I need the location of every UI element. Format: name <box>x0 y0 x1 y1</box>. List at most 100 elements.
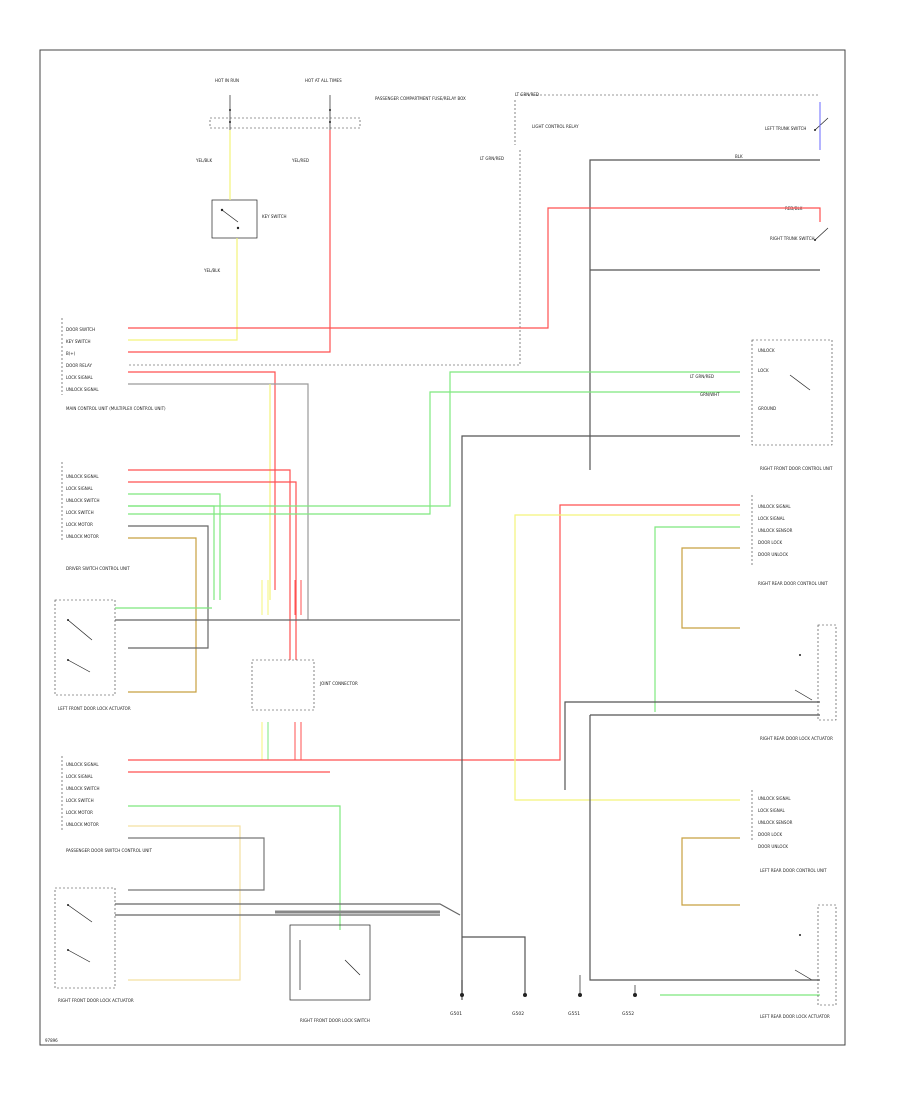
wire-lr-ground <box>589 715 820 981</box>
passenger-switch-unit: UNLOCK SIGNAL LOCK SIGNAL UNLOCK SWITCH … <box>61 756 152 853</box>
left-trunk-switch-label: LEFT TRUNK SWITCH <box>765 126 806 131</box>
dsu-pin-3: UNLOCK SWITCH <box>66 498 100 503</box>
dsu-pin-2: LOCK SIGNAL <box>66 486 93 491</box>
rru-label: RIGHT REAR DOOR CONTROL UNIT <box>758 581 828 586</box>
psu-pin-2: LOCK SIGNAL <box>66 774 93 779</box>
rru-pin-4: DOOR LOCK <box>758 540 782 545</box>
right-trunk-switch-label: RIGHT TRUNK SWITCH <box>770 236 815 241</box>
wire-label-yel-blk-top: YEL/BLK <box>195 158 213 163</box>
lru-pin-2: LOCK SIGNAL <box>758 808 785 813</box>
left-rear-lock-actuator: LEFT REAR DOOR LOCK ACTUATOR <box>760 904 837 1019</box>
ground-g501-label: G501 <box>450 1011 462 1017</box>
dsu-pin-4: LOCK SWITCH <box>66 510 94 515</box>
wire-rr-brown <box>681 547 740 629</box>
lru-pin-3: UNLOCK SENSOR <box>758 820 793 825</box>
relay-top-label: LT GRN/RED <box>515 92 539 97</box>
rru-pin-5: DOOR UNLOCK <box>758 552 788 557</box>
ground-g552-label: G552 <box>622 1011 634 1017</box>
mcu-pin-2: KEY SWITCH <box>66 339 91 344</box>
wire-rf-ground <box>115 903 461 916</box>
fuse-box-label: PASSENGER COMPARTMENT FUSE/RELAY BOX <box>375 96 466 101</box>
mcu-label: MAIN CONTROL UNIT (MULTIPLEX CONTROL UNI… <box>66 406 166 411</box>
rf-lock-switch-label: RIGHT FRONT DOOR LOCK SWITCH <box>300 1018 370 1023</box>
dsu-pin-1: UNLOCK SIGNAL <box>66 474 99 479</box>
right-rear-door-unit: UNLOCK SIGNAL LOCK SIGNAL UNLOCK SENSOR … <box>751 495 828 586</box>
wire-red-battery <box>128 130 331 353</box>
driver-switch-unit: UNLOCK SIGNAL LOCK SIGNAL UNLOCK SWITCH … <box>61 462 130 571</box>
wire-dsu-red-2 <box>128 481 297 660</box>
psu-pin-5: LOCK MOTOR <box>66 810 93 815</box>
left-front-lock-actuator: LEFT FRONT DOOR LOCK ACTUATOR <box>54 599 131 711</box>
psu-pin-3: UNLOCK SWITCH <box>66 786 100 791</box>
wire-dsu-red-1 <box>128 469 291 660</box>
wire-ground-left-trunk <box>589 159 820 470</box>
ground-g551-label: G551 <box>568 1011 580 1017</box>
rru-pin-2: LOCK SIGNAL <box>758 516 785 521</box>
wire-mcu-red-down <box>128 371 276 590</box>
left-trunk-switch: LEFT TRUNK SWITCH BLK <box>735 117 829 159</box>
dsu-pin-6: UNLOCK MOTOR <box>66 534 99 539</box>
footer-code: 97896 <box>45 1038 58 1043</box>
lr-actuator-label: LEFT REAR DOOR LOCK ACTUATOR <box>760 1014 830 1019</box>
psu-pin-6: UNLOCK MOTOR <box>66 822 99 827</box>
rfu-label: RIGHT FRONT DOOR CONTROL UNIT <box>760 466 833 471</box>
light-control-relay: LT GRN/RED LIGHT CONTROL RELAY LT GRN/RE… <box>480 92 579 161</box>
mcu-pin-4: DOOR RELAY <box>66 363 92 368</box>
wire-dsu-green-to-rf <box>128 391 740 515</box>
wire-dsu-brown <box>128 537 197 693</box>
wire-mcu-gray-down <box>128 383 309 620</box>
wire-label-yel-blk-mid: YEL/BLK <box>203 268 221 273</box>
key-switch-label: KEY SWITCH <box>262 214 287 219</box>
fuse-box-outline <box>209 117 361 129</box>
psu-pin-1: UNLOCK SIGNAL <box>66 762 99 767</box>
mcu-pin-5: LOCK SIGNAL <box>66 375 93 380</box>
hot-run-label: HOT IN RUN <box>215 78 239 83</box>
rfu-pin-3: GROUND <box>758 406 776 411</box>
wire-red-trunk <box>128 207 821 329</box>
wire-label-blk-1: BLK <box>735 154 743 159</box>
rfu-pin-1: UNLOCK <box>758 348 775 353</box>
joint-connector: JOINT CONNECTOR <box>251 580 358 760</box>
rru-pin-3: UNLOCK SENSOR <box>758 528 793 533</box>
wire-label-grnwht: GRN/WHT <box>700 392 720 397</box>
joint-connector-label: JOINT CONNECTOR <box>319 681 358 686</box>
lru-pin-4: DOOR LOCK <box>758 832 782 837</box>
power-feed-right: HOT AT ALL TIMES PASSENGER COMPARTMENT F… <box>305 78 466 130</box>
wire-psu-green <box>128 805 341 930</box>
mcu-pin-1: DOOR SWITCH <box>66 327 95 332</box>
mcu-pin-6: UNLOCK SIGNAL <box>66 387 99 392</box>
mcu-pin-3: B(+) <box>66 351 76 356</box>
wire-ground-main <box>461 435 740 1000</box>
relay-label: LIGHT CONTROL RELAY <box>532 124 579 129</box>
wire-rr-ground <box>564 701 820 790</box>
psu-label: PASSENGER DOOR SWITCH CONTROL UNIT <box>66 848 152 853</box>
relay-bottom-label: LT GRN/RED <box>480 156 504 161</box>
wire-label-ltgrnred: LT GRN/RED <box>690 374 714 379</box>
psu-pin-4: LOCK SWITCH <box>66 798 94 803</box>
wire-dsu-green-1 <box>128 493 221 600</box>
dsu-label: DRIVER SWITCH CONTROL UNIT <box>66 566 130 571</box>
dsu-pin-5: LOCK MOTOR <box>66 522 93 527</box>
rr-actuator-label: RIGHT REAR DOOR LOCK ACTUATOR <box>760 736 833 741</box>
main-control-unit: DOOR SWITCH KEY SWITCH B(+) DOOR RELAY L… <box>61 318 166 411</box>
wire-psu-red-1 <box>128 504 740 761</box>
wire-dsu-dark <box>128 525 209 649</box>
wire-psu-gray <box>128 837 265 891</box>
right-rear-lock-actuator: RIGHT REAR DOOR LOCK ACTUATOR <box>760 624 837 741</box>
ground-g551: G551 <box>568 975 582 1017</box>
right-trunk-switch: RIGHT TRUNK SWITCH RED/BLK <box>770 206 829 241</box>
wire-dsu-green-to-rf-2 <box>128 371 740 507</box>
lru-pin-1: UNLOCK SIGNAL <box>758 796 791 801</box>
wire-rr-green <box>654 526 740 712</box>
diagram-border <box>39 49 846 1046</box>
power-feed-left: HOT IN RUN <box>215 78 239 130</box>
wire-dsu-green-2 <box>128 505 215 600</box>
lru-pin-5: DOOR UNLOCK <box>758 844 788 849</box>
ground-g501: G501 <box>450 980 464 1017</box>
wire-yellow-key <box>128 238 238 341</box>
ground-g502: G502 <box>462 936 527 1017</box>
wire-rr-yellow <box>514 514 740 801</box>
hot-at-all-times-label: HOT AT ALL TIMES <box>305 78 342 83</box>
key-switch: KEY SWITCH <box>211 199 287 239</box>
